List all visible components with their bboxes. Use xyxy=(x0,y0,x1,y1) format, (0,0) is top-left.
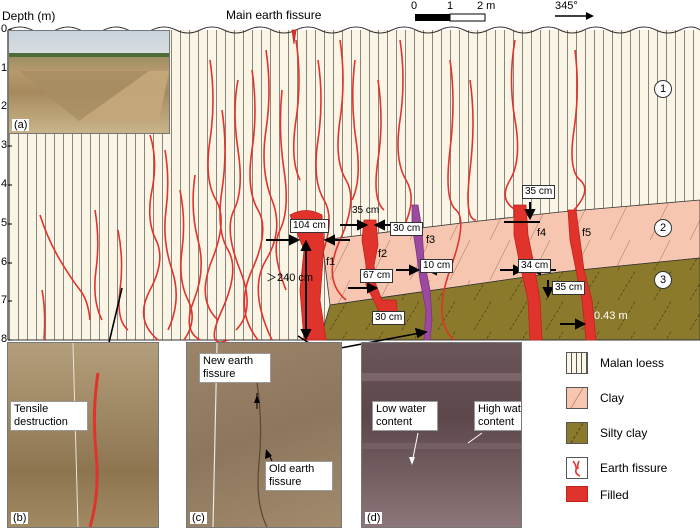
fissure-line xyxy=(229,79,248,331)
fissure-f2 xyxy=(361,219,399,323)
legend-label: Clay xyxy=(600,391,625,405)
photo-a-label: (a) xyxy=(12,119,30,131)
north-label: 345° xyxy=(555,0,578,12)
depth-tick-label: 4 xyxy=(1,178,8,190)
scale-bar xyxy=(415,13,486,22)
filled-swatch xyxy=(566,486,588,502)
measure-104cm: 104 cm xyxy=(290,219,329,233)
measure-35cm-f4: 35 cm xyxy=(522,185,556,199)
fissure-label-f5: f5 xyxy=(582,227,592,239)
photo-d-moisture: Low water content High water content (d) xyxy=(361,342,522,528)
layer-number-3: 3 xyxy=(654,271,672,289)
depth-tick-label: 8 xyxy=(1,333,8,345)
layer-number-1: 1 xyxy=(654,80,672,98)
fissure-f5 xyxy=(567,209,597,341)
measure-240cm: ＞240 cm xyxy=(266,272,314,284)
measure-67cm: 67 cm xyxy=(360,269,394,283)
fissure-line xyxy=(467,79,477,221)
photo-a-trench: (a) xyxy=(8,30,170,134)
depth-tick-label: 5 xyxy=(1,217,8,229)
fissure-label-f3: f3 xyxy=(426,234,436,246)
fissure-line xyxy=(204,59,222,321)
depth-tick-label: 6 xyxy=(1,256,8,268)
fissure-line xyxy=(94,209,103,321)
legend-label: Malan loess xyxy=(600,356,665,370)
layer-number-2: 2 xyxy=(654,219,672,237)
fissure-line xyxy=(351,59,360,201)
scale-label-2: 2 m xyxy=(477,0,496,12)
photo-d-callout-high: High water content xyxy=(474,401,521,431)
depth-tick-label: 2 xyxy=(1,100,8,112)
fissure-line xyxy=(41,289,46,341)
fissure-line xyxy=(441,59,462,341)
photo-b-callout: Tensile destruction xyxy=(10,401,88,431)
fissure-line xyxy=(117,229,129,331)
north-arrow-icon xyxy=(555,12,594,20)
fissure-line xyxy=(243,69,264,341)
fissure-label-f4: f4 xyxy=(537,227,547,239)
fissure-label-f1: f1 xyxy=(326,256,336,268)
main-fissure-label: Main earth fissure xyxy=(226,8,322,22)
fissure-line xyxy=(397,39,412,231)
earth-fissure-swatch xyxy=(566,457,588,479)
photo-b-label: (b) xyxy=(11,512,29,524)
depth-tick-label: 0 xyxy=(1,23,8,35)
measure-10cm: 10 cm xyxy=(420,259,454,273)
fissure-line xyxy=(213,109,234,343)
depth-tick-label: 7 xyxy=(1,294,8,306)
fissure-line xyxy=(331,39,352,301)
photo-b-tensile: Tensile destruction (b) xyxy=(7,342,159,528)
fissure-line xyxy=(39,214,91,321)
fissure-line xyxy=(571,49,586,211)
fissure-line xyxy=(257,49,278,341)
photo-c-callout-new: New earth fissure xyxy=(199,353,271,383)
legend-label: Filled xyxy=(600,488,629,502)
silty-clay-swatch xyxy=(566,422,588,444)
depth-tick-label: 1 xyxy=(1,62,8,74)
fissure-label-f2: f2 xyxy=(378,248,388,260)
photo-d-label: (d) xyxy=(365,512,383,524)
depth-axis-title: Depth (m) xyxy=(2,9,56,23)
ground-surface xyxy=(7,26,700,34)
photo-c-fissures: New earth fissure Old earth fissure (c) xyxy=(186,342,342,528)
scale-label-0: 0 xyxy=(411,0,418,12)
photo-c-label: (c) xyxy=(190,512,207,524)
legend-label: Earth fissure xyxy=(600,461,668,475)
measure-35cm-f2: 35 cm xyxy=(352,205,380,216)
fissure-line xyxy=(292,39,301,181)
measure-34cm: 34 cm xyxy=(518,259,552,273)
depth-tick-label: 3 xyxy=(1,139,8,151)
photo-c-callout-old: Old earth fissure xyxy=(265,461,333,491)
measure-30cm-f2: 30 cm xyxy=(390,222,424,236)
fissure-line xyxy=(188,174,202,341)
measure-30cm-lower: 30 cm xyxy=(372,311,406,325)
fissure-line xyxy=(375,79,385,211)
clay-swatch xyxy=(566,387,588,409)
scale-label-1: 1 xyxy=(447,0,454,12)
photo-d-callout-low: Low water content xyxy=(372,401,438,431)
measure-043m: 0.43 m xyxy=(594,310,628,322)
measure-35cm-f5: 35 cm xyxy=(552,281,586,295)
fissure-line xyxy=(179,189,193,341)
fissure-line xyxy=(504,39,519,211)
legend-label: Silty clay xyxy=(600,426,648,440)
fissure-line xyxy=(275,89,288,291)
fissure-line xyxy=(164,149,177,331)
malan-loess-swatch xyxy=(566,352,588,374)
legend: Malan loess Clay Silty clay Earth fissur… xyxy=(556,348,700,518)
fissure-line xyxy=(142,134,161,341)
